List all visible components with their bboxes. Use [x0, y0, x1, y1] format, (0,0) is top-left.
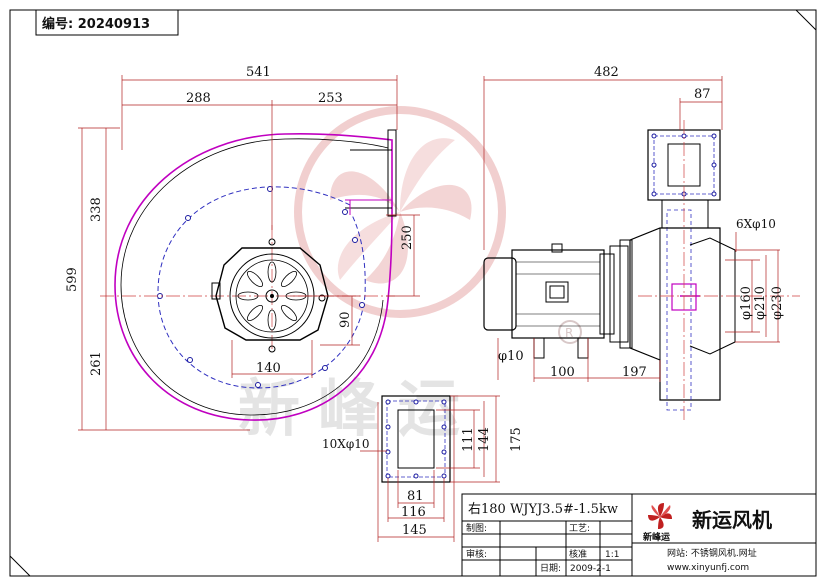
- review-label: 审核:: [466, 548, 487, 560]
- dim-140: 140: [256, 361, 281, 376]
- drawn-label: 制图:: [466, 522, 487, 534]
- dim-116: 116: [401, 505, 426, 520]
- dim-197: 197: [622, 365, 647, 380]
- dim-144: 144: [477, 427, 492, 452]
- company-logo: 新峰运: [643, 503, 672, 543]
- dim-160: φ160: [739, 286, 754, 320]
- title-block: [461, 493, 817, 577]
- scale-value: 1:1: [605, 550, 619, 560]
- impeller-slots: [237, 261, 307, 331]
- website-label: 网站: 不锈钢风机.网址: [667, 547, 757, 559]
- dim-6x10: 6Xφ10: [736, 217, 776, 231]
- outlet-flange: [387, 129, 397, 217]
- motor-body: [483, 257, 517, 331]
- dim-81: 81: [407, 489, 424, 504]
- dim-10x10: 10Xφ10: [322, 437, 369, 451]
- serial-box: [35, 9, 179, 36]
- bolt-holes: [157, 186, 365, 388]
- date-value: 2009-2-1: [570, 564, 611, 574]
- process-label: 工艺:: [569, 523, 590, 534]
- model-name: 右180 WJYJ3.5#-1.5kw: [468, 502, 618, 517]
- dim-261: 261: [89, 351, 104, 376]
- dim-210: φ210: [753, 286, 768, 320]
- flange-dimensions: [360, 395, 500, 542]
- dim-100: 100: [550, 365, 575, 380]
- dim-288: 288: [186, 91, 211, 106]
- dim-10: φ10: [498, 349, 524, 364]
- website-url: www.xinyunfj.com: [667, 563, 749, 573]
- date-label: 日期:: [540, 563, 561, 574]
- dim-482: 482: [594, 65, 619, 80]
- side-dimensions: [483, 76, 780, 382]
- corner-line: [795, 9, 817, 31]
- dim-175: 175: [509, 427, 524, 452]
- watermark-logo: [294, 106, 506, 318]
- svg-text:新峰运: 新峰运: [643, 531, 671, 543]
- dim-145: 145: [402, 523, 427, 538]
- corner-line: [9, 555, 31, 577]
- motor-mount: [215, 247, 329, 341]
- dim-599: 599: [65, 267, 80, 292]
- side-view: [483, 120, 800, 420]
- approve-label: 核准: [569, 548, 587, 560]
- volute-outer: [114, 133, 393, 421]
- dim-338: 338: [89, 197, 104, 222]
- dim-253: 253: [318, 91, 343, 106]
- dim-250: 250: [400, 225, 415, 250]
- front-dimensions: [78, 75, 420, 431]
- drawing-border: [9, 9, 817, 577]
- front-view: [100, 129, 397, 421]
- serial-number: 编号: 20240913: [42, 16, 150, 32]
- dim-230: φ230: [770, 286, 785, 320]
- registered-mark: R: [558, 320, 582, 344]
- dim-541: 541: [246, 65, 271, 80]
- svg-text:R: R: [565, 326, 573, 340]
- watermark-text: 新峰运: [238, 372, 478, 445]
- dim-87: 87: [694, 87, 711, 102]
- brand-name: 新运风机: [692, 508, 772, 532]
- dim-90: 90: [338, 311, 353, 328]
- dim-111: 111: [461, 427, 476, 452]
- volute-inner-black: [120, 138, 389, 416]
- outlet-flange-view: [381, 395, 451, 483]
